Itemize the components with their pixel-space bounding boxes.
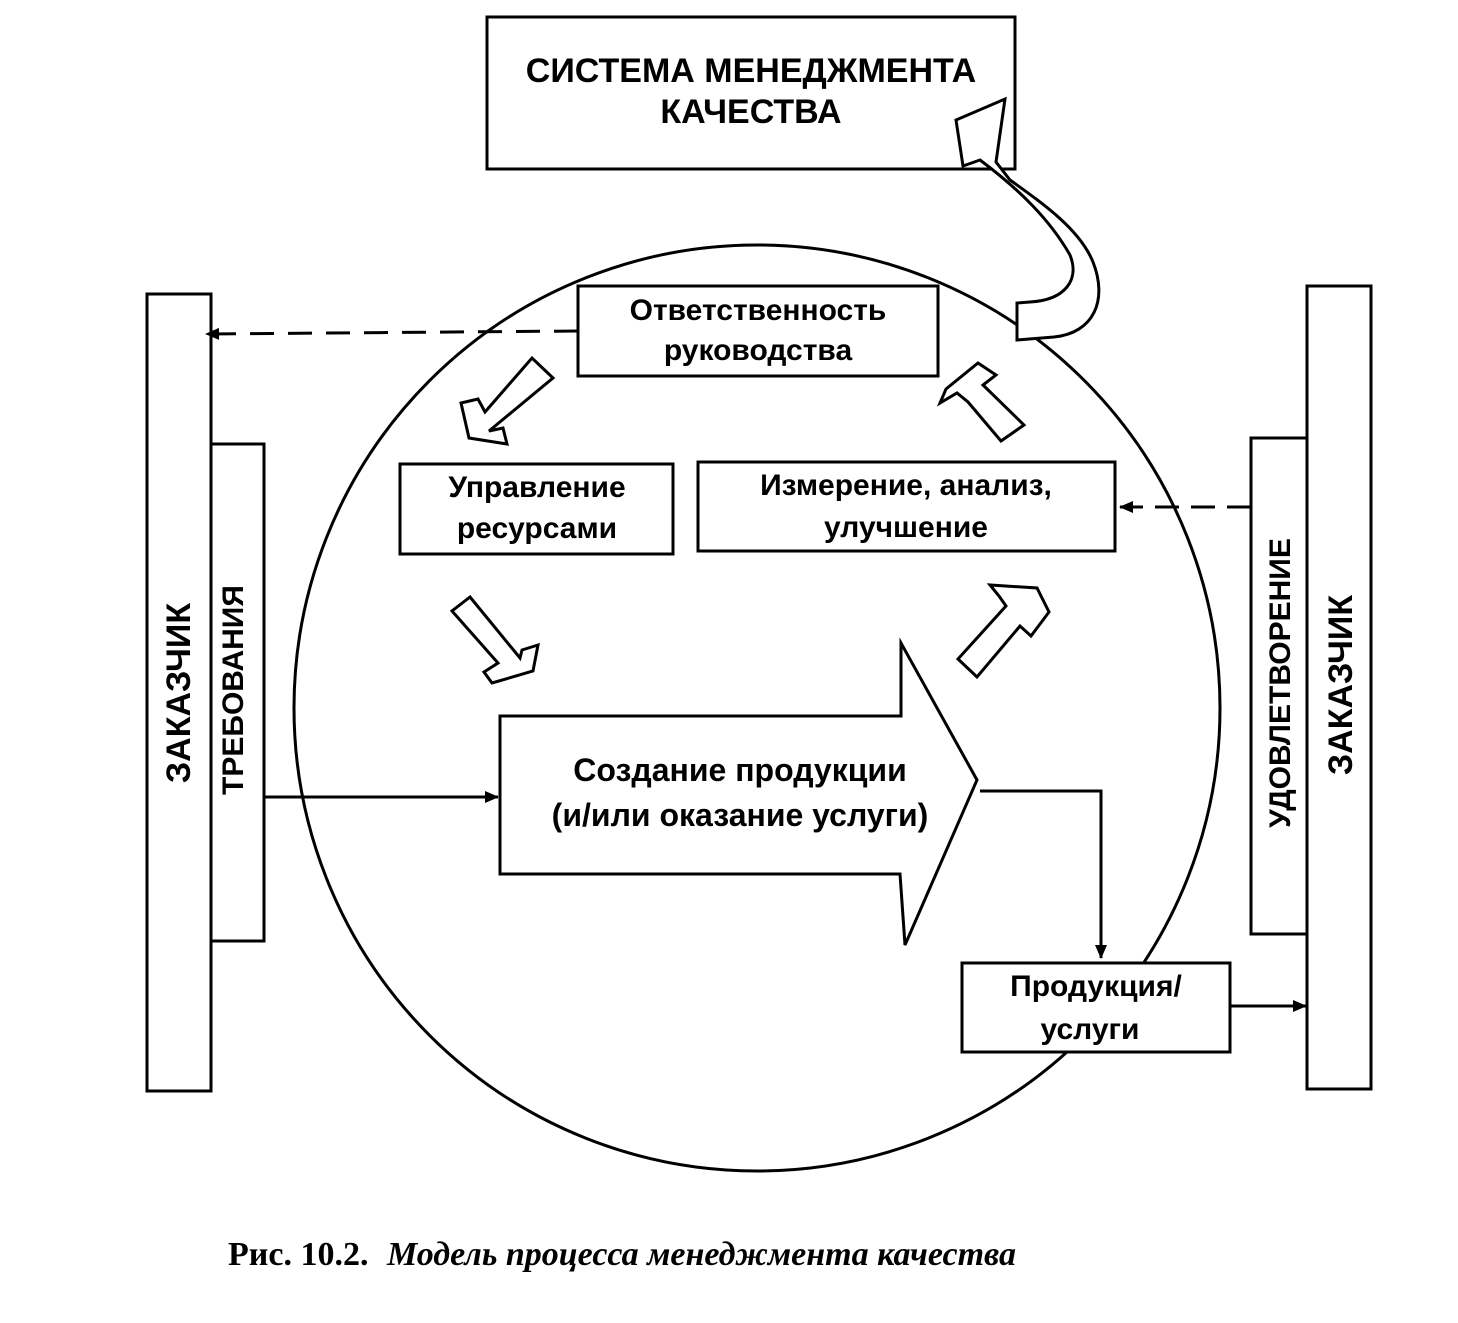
creation-line1: Создание продукции [573,752,906,788]
creation-output-arrow [980,789,1107,959]
resources-line1: Управление [448,471,625,504]
product-services-box: Продукция/ услуги [960,961,1232,1054]
figure-caption: Рис. 10.2. Модель процесса менеджмента к… [228,1236,1016,1273]
qms-box: СИСТЕМА МЕНЕДЖМЕНТА КАЧЕСТВА [485,15,1017,171]
product-line1: Продукция/ [1010,970,1182,1003]
resources-line2: ресурсами [457,512,617,545]
qms-title-line1: СИСТЕМА МЕНЕДЖМЕНТА [526,52,976,90]
product-line2: услуги [1041,1013,1140,1046]
measurement-to-responsibility-arrow [936,361,1027,444]
requirements-dashed-arrow [205,327,579,340]
creation-line2: (и/или оказание услуги) [552,797,929,833]
resources-to-creation-arrow [449,594,540,685]
customer-satisfaction-bar: УДОВЛЕТВОРЕНИЕ ЗАКАЗЧИК [1249,284,1373,1091]
creation-to-measurement-arrow [955,583,1051,680]
requirements-label: ТРЕБОВАНИЯ [217,585,250,795]
qms-title-line2: КАЧЕСТВА [660,93,841,131]
caption-number: Рис. 10.2. [228,1236,368,1273]
measurement-line1: Измерение, анализ, [760,469,1052,502]
left-customer-label: ЗАКАЗЧИК [160,603,198,783]
satisfaction-label: УДОВЛЕТВОРЕНИЕ [1264,538,1297,828]
responsibility-to-resources-arrow [459,355,556,446]
right-customer-label: ЗАКАЗЧИК [1322,595,1360,775]
measurement-line2: улучшение [824,511,988,544]
feedback-curved-arrow [954,96,1101,342]
customer-requirements-bar: ЗАКАЗЧИК ТРЕБОВАНИЯ [145,292,266,1093]
responsibility-line1: Ответственность [630,294,887,327]
resource-management-box: Управление ресурсами [398,462,675,556]
product-realization-arrow: Создание продукции (и/или оказание услуг… [498,637,979,946]
measurement-analysis-box: Измерение, анализ, улучшение [696,460,1117,553]
responsibility-line2: руководства [664,334,853,367]
management-responsibility-box: Ответственность руководства [576,284,940,378]
caption-title: Модель процесса менеджмента качества [386,1236,1016,1273]
process-cycle-circle [292,243,1222,1173]
